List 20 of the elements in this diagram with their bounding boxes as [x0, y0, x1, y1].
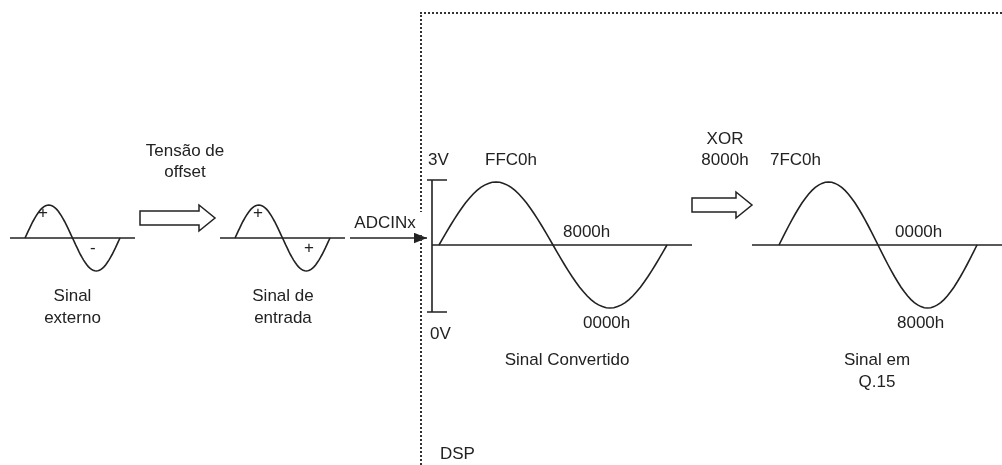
value-label: 0V — [430, 324, 451, 344]
value-label: FFC0h — [485, 150, 537, 170]
sign-mark: + — [253, 203, 263, 223]
caption-text: Sinal em Q.15 — [842, 349, 912, 393]
caption-text: DSP — [440, 443, 475, 465]
arrow — [691, 190, 754, 220]
arrow — [139, 203, 217, 233]
value-label: 8000h — [563, 222, 611, 242]
value-label: 3V — [428, 150, 449, 170]
caption-text: Sinal Convertido — [503, 349, 631, 371]
sign-mark: - — [90, 238, 96, 258]
sign-mark: + — [38, 203, 48, 223]
value-label: 0000h — [583, 313, 631, 333]
value-label: 7FC0h — [770, 150, 822, 170]
caption-text: Sinal de entrada — [251, 285, 315, 329]
sign-mark: + — [304, 238, 314, 258]
value-label: 8000h — [897, 313, 945, 333]
caption-text: Sinal externo — [43, 285, 102, 329]
arrow — [349, 232, 428, 244]
value-label: 0000h — [895, 222, 943, 242]
